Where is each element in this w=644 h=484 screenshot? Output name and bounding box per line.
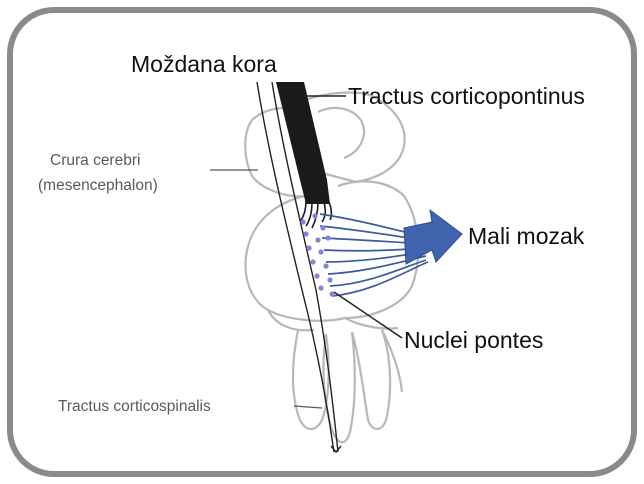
label-cerebellum: Mali mozak <box>468 223 585 249</box>
label-corticospinal: Tractus corticospinalis <box>58 398 211 415</box>
label-pontine-nuclei: Nuclei pontes <box>404 327 543 353</box>
label-crura-line1: Crura cerebri <box>50 152 140 169</box>
label-cortex: Moždana kora <box>131 51 277 77</box>
label-corticopontine: Tractus corticopontinus <box>348 83 585 109</box>
label-crura-line2: (mesencephalon) <box>38 177 158 194</box>
